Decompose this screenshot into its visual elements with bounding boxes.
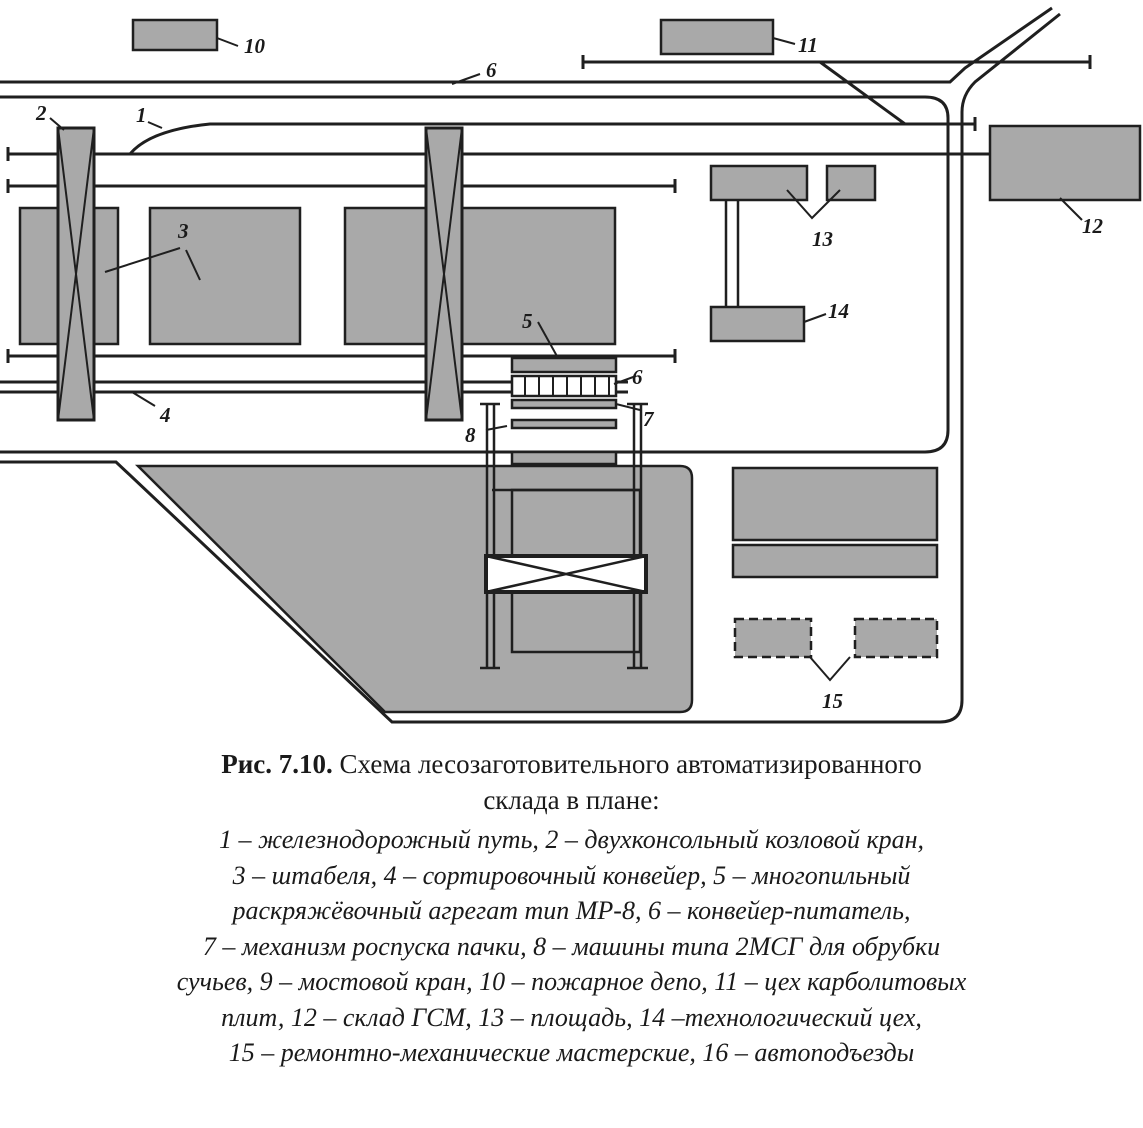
delimber-2: [510, 450, 618, 466]
label-1: 1: [136, 103, 147, 127]
crane-rail-right: [632, 404, 643, 668]
access-road-outer: [0, 6, 1053, 84]
feeder-conveyor-teeth: [524, 376, 610, 396]
saw-unit: [510, 356, 618, 374]
label-10: 10: [244, 34, 266, 58]
label-12: 12: [1082, 214, 1104, 238]
stack-2: [148, 206, 302, 346]
label-7: 7: [643, 407, 655, 431]
caption-title: Рис. 7.10. Схема лесозаготовительного ав…: [0, 746, 1143, 782]
bundle-unit: [510, 398, 618, 410]
legend-line: сучьев, 9 – мостовой кран, 10 – пожарное…: [176, 967, 967, 996]
legend-line: 15 – ремонтно-механические мастерские, 1…: [228, 1038, 915, 1067]
label-13: 13: [812, 227, 833, 251]
bridge-crane: [484, 554, 648, 594]
caption-legend: 1 – железнодорожный путь, 2 – двухконсол…: [0, 822, 1143, 1071]
access-road-outer-right: [0, 12, 1061, 724]
legend-line: 7 – механизм роспуска пачки, 8 – машины …: [202, 931, 941, 961]
yard-connector-lines: [724, 200, 740, 307]
legend-line: 3 – штабеля, 4 – сортировочный конвейер,…: [232, 860, 911, 890]
railway-branch: [819, 60, 906, 126]
label-6: 6: [632, 365, 643, 389]
label-2: 2: [35, 101, 47, 125]
caption-title-text: Схема лесозаготовительного автоматизиров…: [332, 749, 922, 779]
label-11: 11: [798, 33, 818, 57]
fire-depot: [131, 18, 219, 52]
caption-number: Рис. 7.10.: [221, 749, 333, 779]
crane-rail-left: [485, 404, 496, 668]
fuel-storage: [988, 124, 1142, 202]
workshop-2: [853, 617, 939, 659]
label-14: 14: [828, 299, 849, 323]
carbolite-plant: [659, 18, 775, 56]
label-6-road: 6: [486, 58, 497, 82]
storage-block-a: [731, 466, 939, 542]
label-3: 3: [177, 219, 189, 243]
delimber-1: [510, 418, 618, 430]
label-15: 15: [822, 689, 843, 713]
legend-line: 1 – железнодорожный путь, 2 – двухконсол…: [218, 825, 925, 854]
stack-3: [343, 206, 617, 346]
crane-rail-caps: [480, 402, 648, 670]
storage-block-b: [731, 543, 939, 579]
legend-line: плит, 12 – склад ГСМ, 13 – площадь, 14 –…: [221, 1002, 922, 1032]
feeder-conveyor: [510, 374, 618, 398]
legend-line: раскряжёвочный агрегат тип МР-8, 6 – кон…: [232, 896, 911, 925]
gantry-crane-2: [424, 126, 464, 422]
workshop-1: [733, 617, 813, 659]
gantry-crane-1: [56, 126, 96, 422]
label-4: 4: [159, 403, 171, 427]
label-5: 5: [522, 309, 533, 333]
process-workshop: [709, 305, 806, 343]
leader-lines: [49, 37, 1083, 682]
figure-caption: Рис. 7.10. Схема лесозаготовительного ав…: [0, 746, 1143, 1071]
access-road-inner: [0, 95, 950, 454]
caption-title-line2: склада в плане:: [483, 785, 660, 815]
label-8: 8: [465, 423, 476, 447]
railway-track-1: [8, 122, 975, 156]
